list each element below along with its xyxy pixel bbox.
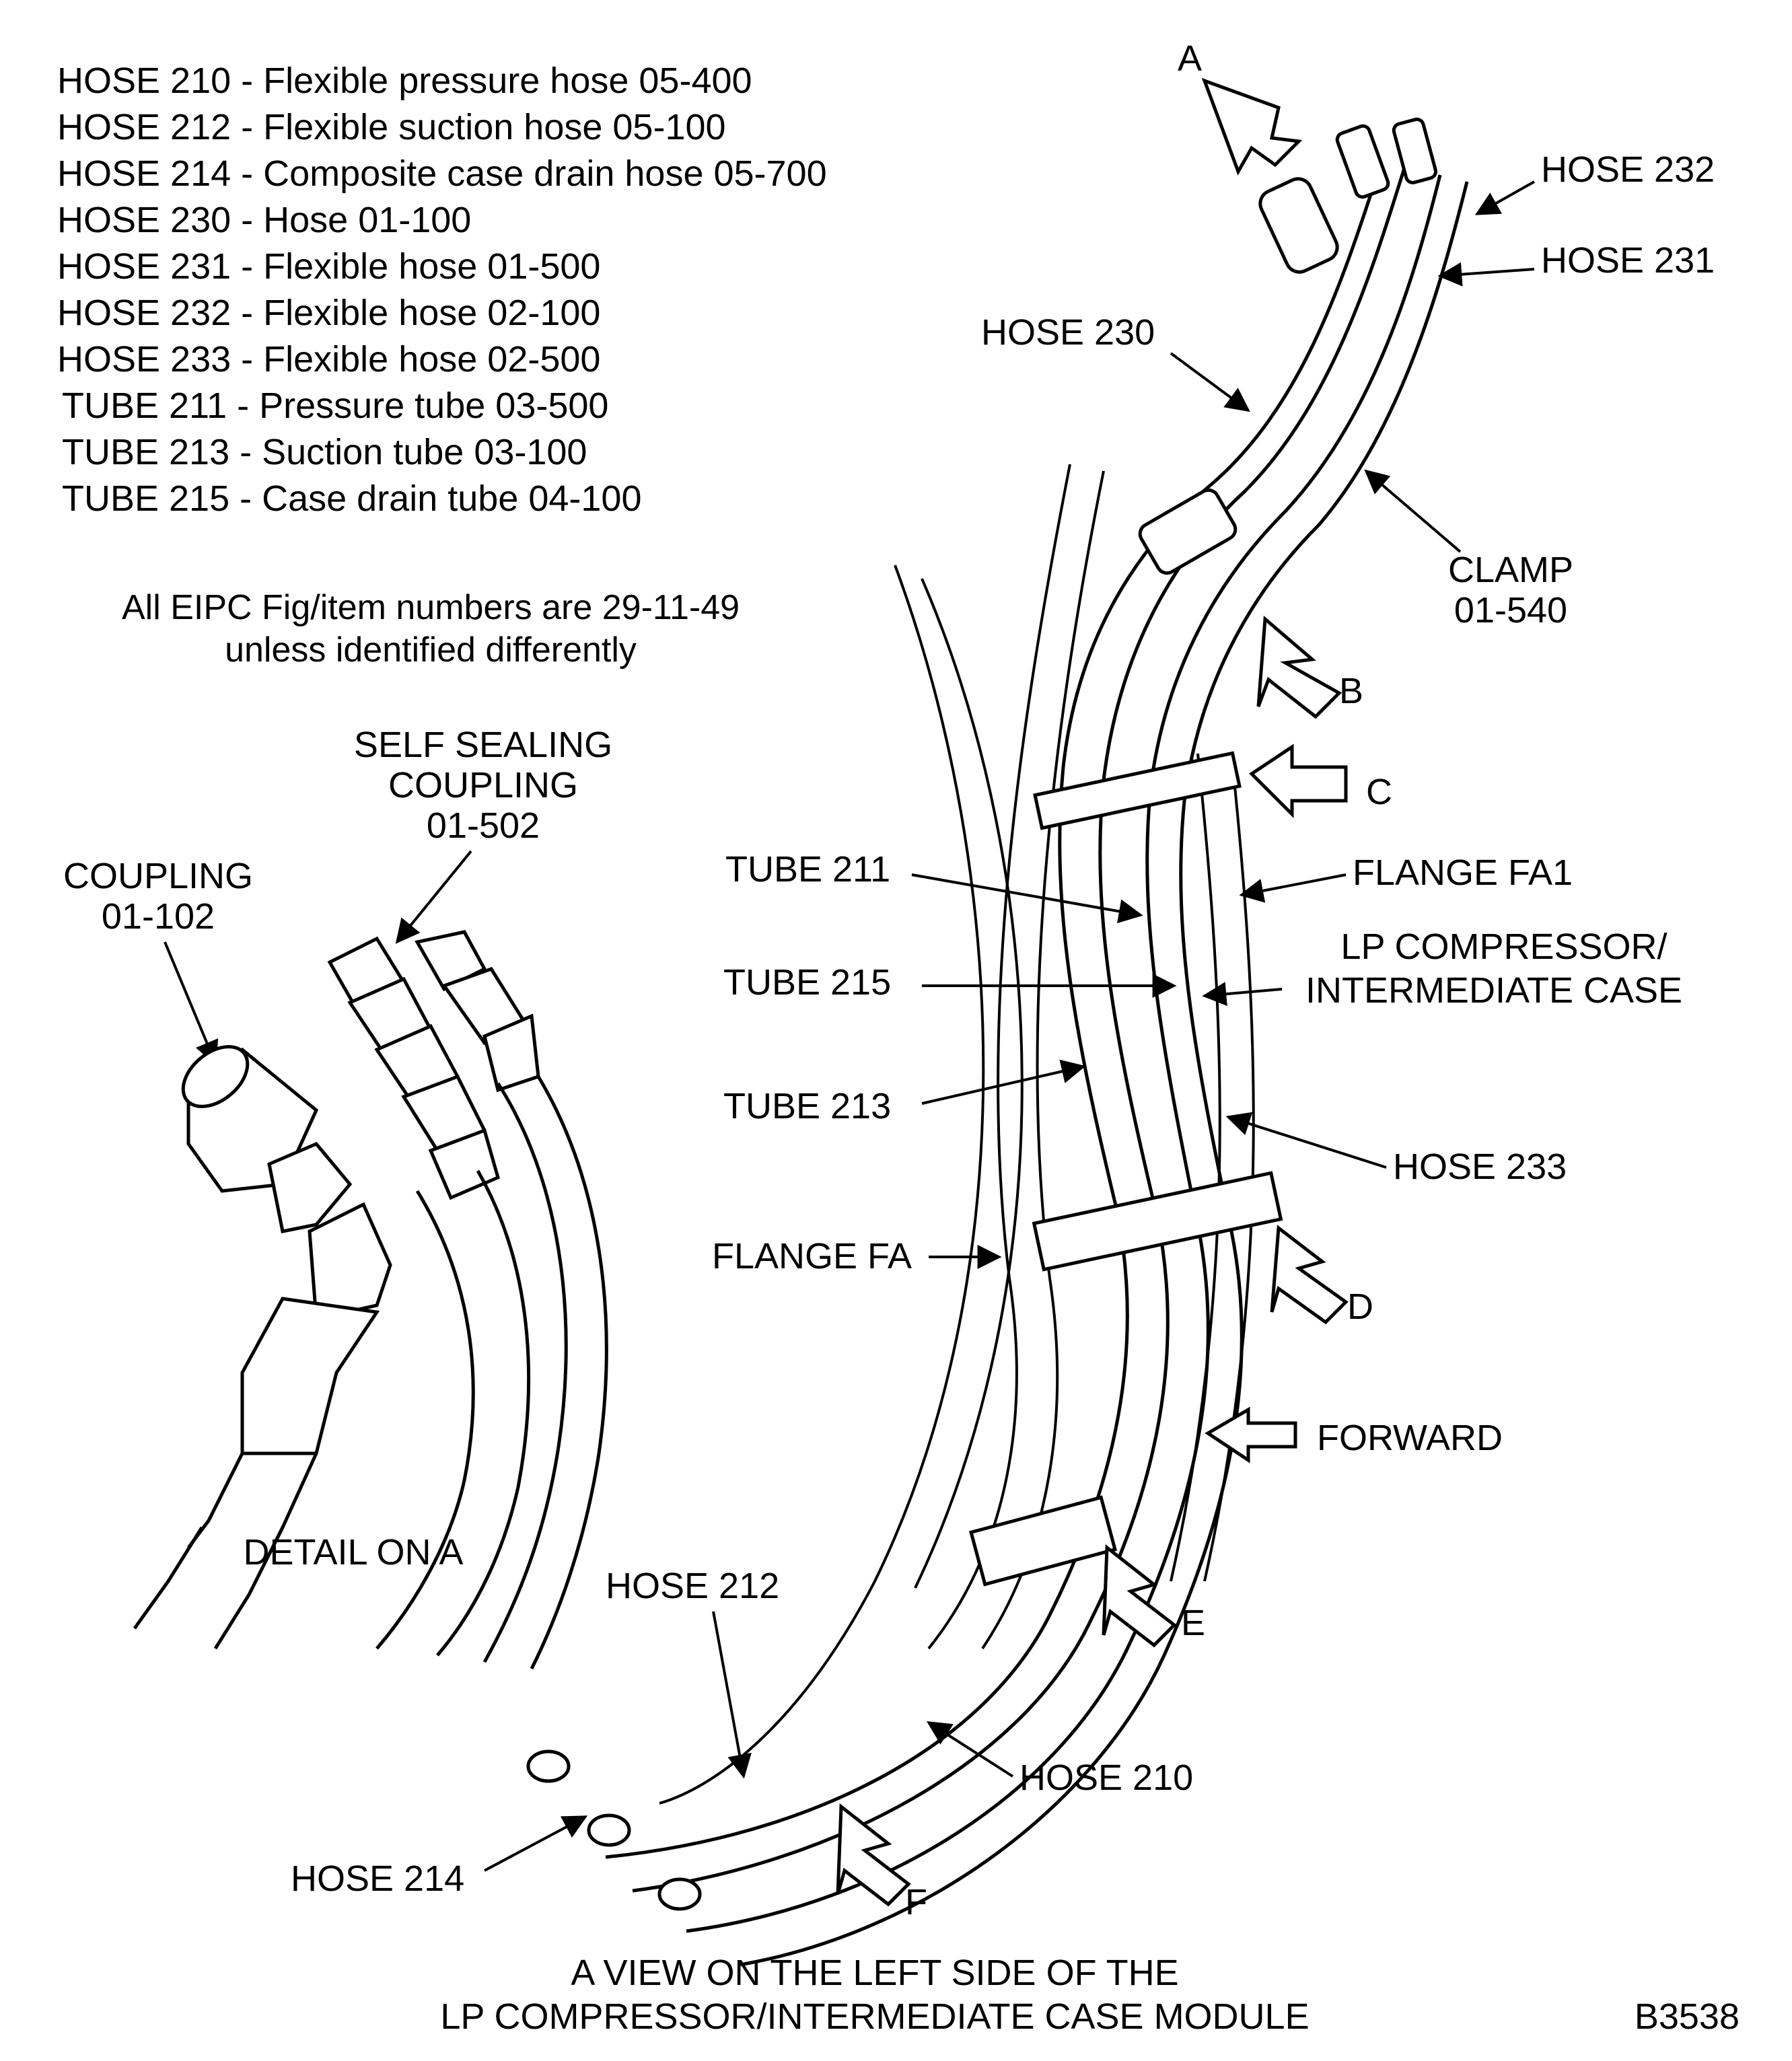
- leader-hose-232: [1474, 180, 1535, 215]
- view-letter-c: C: [1366, 772, 1392, 812]
- legend: HOSE 210 - Flexible pressure hose 05-400…: [57, 61, 827, 519]
- legend-hose-210: HOSE 210 - Flexible pressure hose 05-400: [57, 61, 752, 101]
- figure-caption: A VIEW ON THE LEFT SIDE OF THE LP COMPRE…: [440, 1953, 1740, 2037]
- view-arrow-e: [1102, 1544, 1177, 1648]
- self-sealing-coupling-01-502: [327, 930, 540, 1200]
- detail-caption: DETAIL ON A: [243, 1532, 463, 1572]
- legend-hose-232: HOSE 232 - Flexible hose 02-100: [57, 293, 600, 333]
- label-hose-231: HOSE 231: [1541, 240, 1715, 281]
- view-arrow-b: [1256, 615, 1342, 719]
- leader-tube-213: [921, 1059, 1086, 1105]
- legend-tube-211: TUBE 211 - Pressure tube 03-500: [62, 386, 608, 426]
- leader-hose-212: [712, 1611, 752, 1779]
- self-sealing-leader: [395, 850, 472, 944]
- view-arrow-a: [1201, 77, 1303, 176]
- coupling-label-2: 01-102: [102, 896, 215, 937]
- label-hose-233: HOSE 233: [1393, 1147, 1567, 1187]
- leader-flange-fa1: [1239, 873, 1347, 903]
- view-arrow-c: [1249, 744, 1348, 819]
- self-sealing-label-1: SELF SEALING: [354, 725, 612, 765]
- label-clamp-2: 01-540: [1454, 590, 1567, 630]
- eipc-note: All EIPC Fig/item numbers are 29-11-49 u…: [122, 588, 740, 670]
- view-arrow-d: [1270, 1225, 1349, 1325]
- legend-hose-231: HOSE 231 - Flexible hose 01-500: [57, 246, 600, 287]
- figure-reference: B3538: [1635, 1996, 1740, 2037]
- caption-line-1: A VIEW ON THE LEFT SIDE OF THE: [571, 1953, 1178, 1993]
- leader-hose-233: [1225, 1112, 1387, 1169]
- view-arrows: [836, 77, 1349, 1907]
- detail-on-a: SELF SEALING COUPLING 01-502 COUPLING 01…: [63, 725, 612, 1670]
- view-letter-d: D: [1347, 1287, 1373, 1327]
- legend-hose-230: HOSE 230 - Hose 01-100: [57, 200, 471, 240]
- view-arrow-forward: [1205, 1406, 1297, 1463]
- leader-lp-case: [1202, 982, 1283, 1007]
- label-tube-211: TUBE 211: [725, 849, 890, 890]
- legend-hose-214: HOSE 214 - Composite case drain hose 05-…: [57, 153, 827, 194]
- caption-line-2: LP COMPRESSOR/INTERMEDIATE CASE MODULE: [440, 1996, 1309, 2037]
- view-letter-f: F: [905, 1882, 927, 1922]
- view-letter-b: B: [1339, 671, 1363, 711]
- leader-hose-231: [1437, 262, 1535, 287]
- label-clamp-1: CLAMP: [1448, 550, 1573, 590]
- leader-clamp: [1364, 469, 1462, 553]
- self-sealing-label-3: 01-502: [427, 805, 540, 846]
- note-line-2: unless identified differently: [225, 630, 637, 670]
- legend-tube-215: TUBE 215 - Case drain tube 04-100: [62, 478, 642, 519]
- legend-hose-212: HOSE 212 - Flexible suction hose 05-100: [57, 107, 726, 147]
- detail-hoses: [375, 1075, 608, 1670]
- leader-hose-214: [484, 1815, 588, 1872]
- view-letter-e: E: [1181, 1603, 1205, 1643]
- legend-tube-213: TUBE 213 - Suction tube 03-100: [62, 432, 587, 472]
- view-letter-a: A: [1178, 38, 1202, 79]
- label-hose-212: HOSE 212: [606, 1566, 779, 1606]
- label-tube-213: TUBE 213: [723, 1086, 891, 1126]
- coupling-label-1: COUPLING: [63, 856, 253, 896]
- label-hose-214: HOSE 214: [291, 1858, 464, 1899]
- label-lp-case-2: INTERMEDIATE CASE: [1305, 970, 1682, 1011]
- self-sealing-label-2: COUPLING: [388, 765, 578, 805]
- fittings: [526, 117, 1438, 1911]
- leader-hose-230: [1170, 352, 1250, 412]
- label-hose-210: HOSE 210: [1019, 1758, 1193, 1798]
- view-arrow-f: [836, 1803, 911, 1907]
- label-flange-fa: FLANGE FA: [712, 1236, 912, 1276]
- label-tube-215: TUBE 215: [723, 962, 891, 1003]
- leader-tube-211: [911, 873, 1143, 924]
- coupling-01-102: [133, 1045, 392, 1650]
- label-forward: FORWARD: [1317, 1418, 1503, 1458]
- coupling-leader: [164, 941, 219, 1066]
- tube-bundle: [605, 161, 1469, 1967]
- legend-hose-233: HOSE 233 - Flexible hose 02-500: [57, 339, 600, 379]
- label-flange-fa1: FLANGE FA1: [1353, 853, 1573, 893]
- label-lp-case-1: LP COMPRESSOR/: [1340, 927, 1667, 967]
- note-line-1: All EIPC Fig/item numbers are 29-11-49: [122, 588, 740, 627]
- label-hose-230: HOSE 230: [981, 312, 1155, 353]
- main-view: HOSE 232 HOSE 231 HOSE 230 CLAMP 01-540 …: [291, 38, 1715, 1967]
- label-hose-232: HOSE 232: [1541, 149, 1715, 190]
- leader-hose-210: [926, 1721, 1014, 1778]
